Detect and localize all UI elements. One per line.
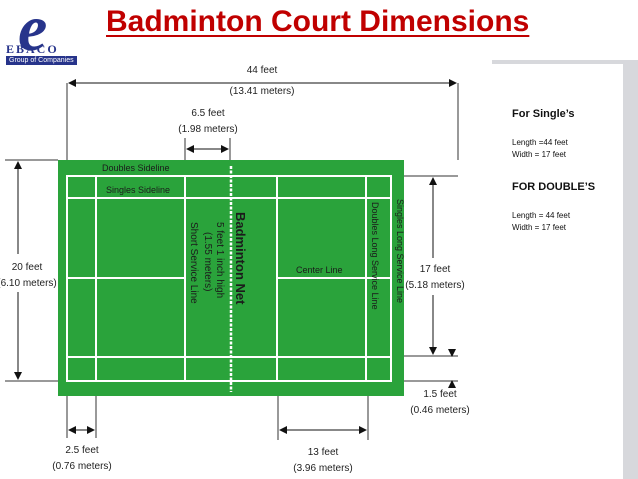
singles-long-service-line-label: Singles Long Service Line xyxy=(395,199,405,303)
dimension-arrows xyxy=(14,79,457,434)
extension-lines xyxy=(5,83,459,440)
logo-name: EBACO xyxy=(6,42,59,56)
short-service-m-label: (1.98 meters) xyxy=(178,124,237,135)
singles-width-m-label: (5.18 meters) xyxy=(405,280,464,291)
alley-ft-label: 1.5 feet xyxy=(423,389,457,400)
alley-m-label: (0.46 meters) xyxy=(410,405,469,416)
center-line-label: Center Line xyxy=(296,265,343,275)
short-service-ft-label: 6.5 feet xyxy=(191,108,225,119)
short-service-line-label: Short Service Line xyxy=(188,222,199,304)
back-alley-m-label: (0.76 meters) xyxy=(52,461,111,472)
net-height-ft-label: 5 feet 1 inch high xyxy=(214,222,225,298)
length-ft-label: 44 feet xyxy=(247,65,278,76)
back-alley-ft-label: 2.5 feet xyxy=(65,445,99,456)
singles-sideline-label: Singles Sideline xyxy=(106,185,170,195)
singles-width: Width = 17 feet xyxy=(512,150,567,159)
net-title-label: Badminton Net xyxy=(233,212,248,305)
length-m-label: (13.41 meters) xyxy=(229,86,294,97)
doubles-length: Length = 44 feet xyxy=(512,211,571,220)
width-m-label: (6.10 meters) xyxy=(0,278,57,289)
half-service-ft-label: 13 feet xyxy=(308,447,339,458)
doubles-sideline-label: Doubles Sideline xyxy=(102,163,170,173)
doubles-long-service-line-label: Doubles Long Service Line xyxy=(370,202,380,310)
singles-length: Length =44 feet xyxy=(512,138,568,147)
slide-title: Badminton Court Dimensions xyxy=(106,5,530,38)
company-logo: e EBACO Group of Companies xyxy=(0,0,98,70)
doubles-heading: FOR DOUBLE’S xyxy=(512,181,596,193)
half-service-m-label: (3.96 meters) xyxy=(293,463,352,474)
singles-heading: For Single’s xyxy=(512,108,575,120)
court-lines xyxy=(66,175,392,382)
info-panel xyxy=(492,64,623,479)
width-ft-label: 20 feet xyxy=(12,262,43,273)
doubles-width: Width = 17 feet xyxy=(512,223,567,232)
singles-width-ft-label: 17 feet xyxy=(420,264,451,275)
net-height-m-label: (1.55 meters) xyxy=(202,232,213,291)
logo-e-mark: e xyxy=(18,0,48,65)
logo-subtitle: Group of Companies xyxy=(6,56,77,65)
